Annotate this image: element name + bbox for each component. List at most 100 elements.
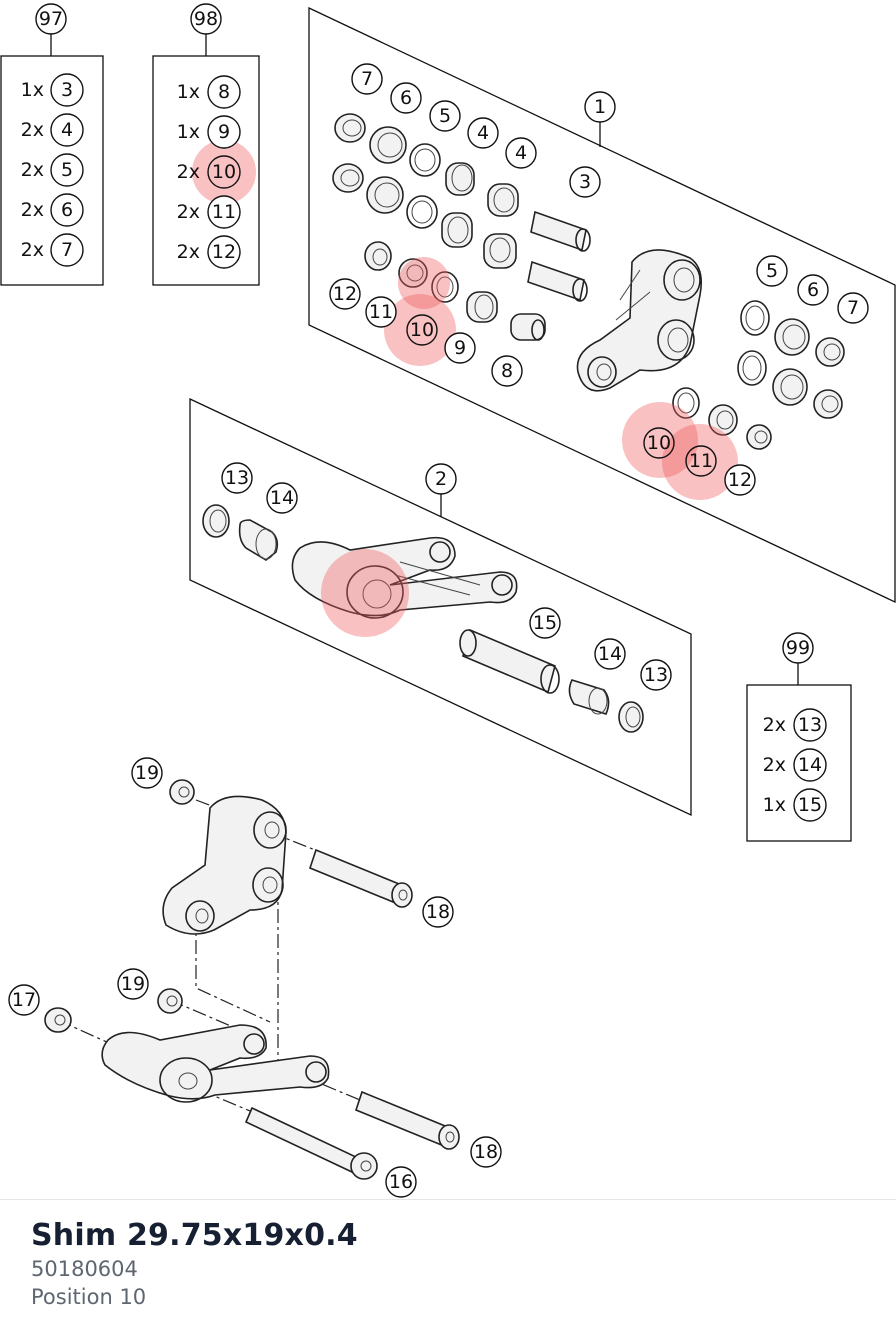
callout-6[interactable]: 6 [797,274,829,306]
pin-set-panel-1 [527,210,591,302]
svg-text:1x: 1x [177,81,200,103]
svg-text:3: 3 [579,171,591,193]
callout-7[interactable]: 7 [837,292,869,324]
svg-text:6: 6 [807,279,819,301]
kit-id-label: 98 [194,8,218,30]
kit-item: 2x 5 [21,153,84,187]
kit-item: 2x 7 [21,233,84,267]
bearing-set-left [332,113,519,269]
callout-11[interactable]: 11 [685,445,717,477]
callout-10[interactable]: 10 [406,314,438,346]
svg-text:11: 11 [689,450,713,472]
callout-4[interactable]: 4 [467,117,499,149]
svg-text:2x: 2x [177,161,200,183]
svg-text:7: 7 [361,68,373,90]
callout-11[interactable]: 11 [365,296,397,328]
svg-text:18: 18 [426,901,450,923]
svg-text:5: 5 [439,105,451,127]
svg-text:2: 2 [435,468,447,490]
callout-1[interactable]: 1 [584,91,616,123]
svg-text:1x: 1x [763,794,786,816]
svg-text:13: 13 [798,714,822,736]
svg-text:12: 12 [728,469,752,491]
callout-16[interactable]: 16 [385,1166,417,1198]
rocker-link [576,249,703,392]
kit-panel-1 [308,6,896,604]
callout-2[interactable]: 2 [425,463,457,495]
callout-6[interactable]: 6 [390,82,422,114]
pivot-pin-15 [459,628,560,694]
svg-text:1: 1 [594,96,606,118]
small-rings-left [364,241,546,341]
callout-13[interactable]: 13 [221,462,253,494]
callout-13[interactable]: 13 [640,659,672,691]
svg-text:4: 4 [61,119,73,141]
kit-item: 1x 9 [177,115,241,149]
callout-19[interactable]: 19 [131,757,163,789]
callout-5[interactable]: 5 [429,100,461,132]
callout-4[interactable]: 4 [505,137,537,169]
part-info-panel: Shim 29.75x19x0.4 50180604 Position 10 [0,1199,896,1336]
kit-item: 2x 13 [763,708,827,742]
svg-text:8: 8 [218,81,230,103]
callout-9[interactable]: 9 [444,332,476,364]
svg-text:2x: 2x [763,714,786,736]
callout-labels[interactable]: 1 2 3 4 4 5 5 6 6 7 7 8 9 10 10 11 11 12… [8,63,869,1198]
svg-text:2x: 2x [21,119,44,141]
kit-box-98[interactable]: 98 1x 8 1x 9 2x 10 2x 11 2x 12 [152,3,260,286]
svg-text:8: 8 [501,360,513,382]
svg-text:19: 19 [135,762,159,784]
kit-item: 1x 15 [763,788,827,822]
part-name: Shim 29.75x19x0.4 [31,1218,358,1253]
lower-assembly [44,779,460,1180]
svg-text:13: 13 [225,467,249,489]
callout-7[interactable]: 7 [351,63,383,95]
kit-box-97[interactable]: 97 1x 3 2x 4 2x 5 2x 6 2x 7 [0,3,104,286]
exploded-parts-diagram: 97 1x 3 2x 4 2x 5 2x 6 2x 7 9 [0,3,896,1198]
kit-item: 2x 6 [21,193,84,227]
svg-text:5: 5 [61,159,73,181]
svg-text:16: 16 [389,1171,413,1193]
callout-14[interactable]: 14 [266,482,298,514]
callout-18[interactable]: 18 [470,1136,502,1168]
svg-text:2x: 2x [21,239,44,261]
svg-text:11: 11 [212,201,236,223]
callout-17[interactable]: 17 [8,984,40,1016]
callout-19[interactable]: 19 [117,968,149,1000]
callout-3[interactable]: 3 [569,166,601,198]
highlight-marker [192,140,256,204]
callout-12[interactable]: 12 [329,278,361,310]
kit-item: 2x 10 [177,155,241,189]
svg-text:10: 10 [647,432,671,454]
callout-8[interactable]: 8 [491,355,523,387]
lever-arm [291,536,518,619]
kit-item: 2x 4 [21,113,84,147]
svg-text:14: 14 [798,754,822,776]
callout-14[interactable]: 14 [594,638,626,670]
kit-item: 2x 12 [177,235,241,269]
svg-text:9: 9 [454,337,466,359]
svg-text:15: 15 [533,612,557,634]
callout-5[interactable]: 5 [756,255,788,287]
part-position: Position 10 [31,1285,147,1309]
callout-12[interactable]: 12 [724,464,756,496]
callout-10[interactable]: 10 [643,427,675,459]
kit-item: 1x 3 [21,73,84,107]
svg-text:14: 14 [270,487,294,509]
callout-18[interactable]: 18 [422,896,454,928]
svg-text:7: 7 [847,297,859,319]
svg-text:2x: 2x [21,159,44,181]
svg-text:2x: 2x [21,199,44,221]
svg-text:19: 19 [121,973,145,995]
callout-15[interactable]: 15 [529,607,561,639]
svg-text:10: 10 [212,161,236,183]
kit-item: 2x 14 [763,748,827,782]
svg-text:11: 11 [369,301,393,323]
svg-text:10: 10 [410,319,434,341]
svg-text:2x: 2x [177,201,200,223]
svg-text:5: 5 [766,260,778,282]
part-number: 50180604 [31,1257,138,1281]
kit-id-label: 99 [786,637,810,659]
kit-box-99[interactable]: 99 2x 13 2x 14 1x 15 [746,632,852,842]
svg-text:7: 7 [61,239,73,261]
